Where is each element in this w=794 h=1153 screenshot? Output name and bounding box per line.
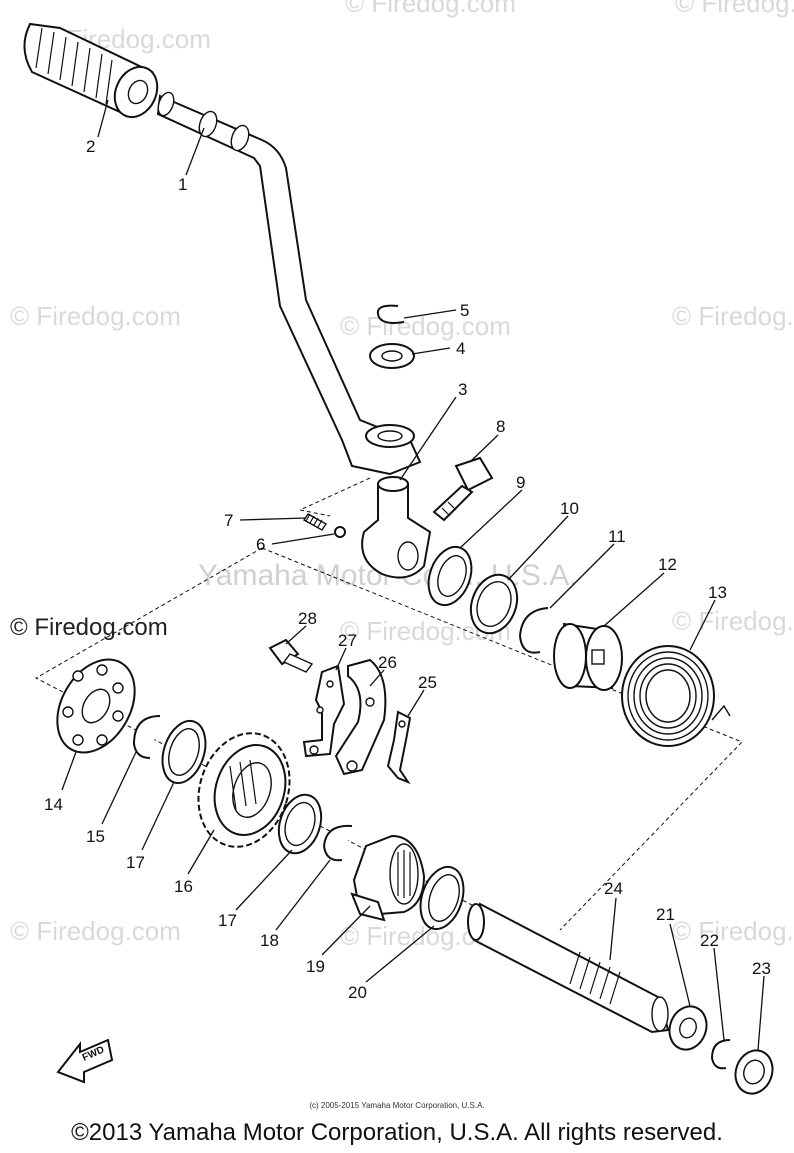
callout-number: 1 <box>178 175 187 194</box>
callout-number: 23 <box>752 959 771 978</box>
ratchet-wheel <box>350 834 426 922</box>
watermark-firedog: © Firedog.com <box>10 301 181 331</box>
kick-gear <box>197 732 291 848</box>
callout-number: 22 <box>700 931 719 950</box>
callout-number: 13 <box>708 583 727 602</box>
callout-number: 8 <box>496 417 505 436</box>
callout-number: 17 <box>126 853 145 872</box>
plain-washer <box>469 573 519 635</box>
callout-number: 20 <box>348 983 367 1002</box>
callout-number: 14 <box>44 795 63 814</box>
callout-number: 24 <box>604 879 623 898</box>
callout-number: 10 <box>560 499 579 518</box>
callout-number: 12 <box>658 555 677 574</box>
watermark-firedog-dark: © Firedog.com <box>10 614 168 641</box>
circlip-small <box>132 715 161 759</box>
detent-spring <box>302 513 328 531</box>
circlip-medium <box>322 824 353 862</box>
forward-arrow-icon: FWD <box>56 1038 114 1084</box>
callout-number: 3 <box>458 380 467 399</box>
callout-number: 27 <box>338 631 357 650</box>
callout-numbers: 2 1 5 4 3 8 9 10 11 12 13 7 6 28 27 26 2… <box>44 137 771 1002</box>
friction-spring <box>419 865 465 931</box>
watermark-firedog: © Firedog.com <box>672 301 794 331</box>
thrust-washer <box>668 1005 708 1051</box>
callout-number: 18 <box>260 931 279 950</box>
callout-number: 28 <box>298 609 317 628</box>
watermark-firedog: © Firedog.com <box>340 311 511 341</box>
ratchet-guide <box>334 658 387 776</box>
watermark-firedog: © Firedog.com <box>672 916 794 946</box>
snap-ring <box>518 607 549 654</box>
callout-number: 9 <box>516 473 525 492</box>
perforated-plate <box>56 658 136 754</box>
spring-clip <box>386 710 412 785</box>
callout-number: 19 <box>306 957 325 976</box>
washer <box>369 343 415 369</box>
small-copyright-text: (c) 2005-2015 Yamaha Motor Corporation, … <box>309 1101 485 1110</box>
hex-bolt <box>268 638 314 673</box>
watermark-firedog: © Firedog.com <box>10 916 181 946</box>
watermark-firedog: © Firedog.com <box>345 0 516 18</box>
callout-number: 5 <box>460 301 469 320</box>
kick-axle <box>467 902 670 1034</box>
callout-number: 4 <box>456 339 465 358</box>
kick-grip <box>23 22 159 119</box>
callout-number: 16 <box>174 877 193 896</box>
watermark-firedog: © Firedog.com <box>672 606 794 636</box>
callout-number: 2 <box>86 137 95 156</box>
callout-number: 7 <box>224 511 233 530</box>
kick-lever <box>156 91 422 476</box>
oil-seal <box>427 545 473 607</box>
circlip <box>376 304 405 324</box>
end-washer <box>734 1049 774 1095</box>
leader-lines <box>61 99 765 1051</box>
torsion-spring <box>621 645 731 747</box>
circlip-end <box>710 1039 731 1070</box>
callout-number: 15 <box>86 827 105 846</box>
callout-number: 25 <box>418 673 437 692</box>
kick-boss <box>361 476 432 579</box>
pinch-bolt <box>432 456 494 522</box>
callout-number: 17 <box>218 911 237 930</box>
footer-copyright-text: ©2013 Yamaha Motor Corporation, U.S.A. A… <box>71 1119 723 1146</box>
steel-ball <box>334 526 346 538</box>
watermark-firedog: © Firedog.com <box>675 0 794 18</box>
callout-number: 26 <box>378 653 397 672</box>
callout-number: 6 <box>256 535 265 554</box>
spring-guide <box>553 622 623 691</box>
shim-washer <box>277 793 323 855</box>
callout-number: 21 <box>656 905 675 924</box>
stopper-plate <box>302 664 346 758</box>
callout-number: 11 <box>608 527 626 546</box>
watermark-layer: © Firedog.com © Firedog.com © Firedog.co… <box>10 0 794 951</box>
